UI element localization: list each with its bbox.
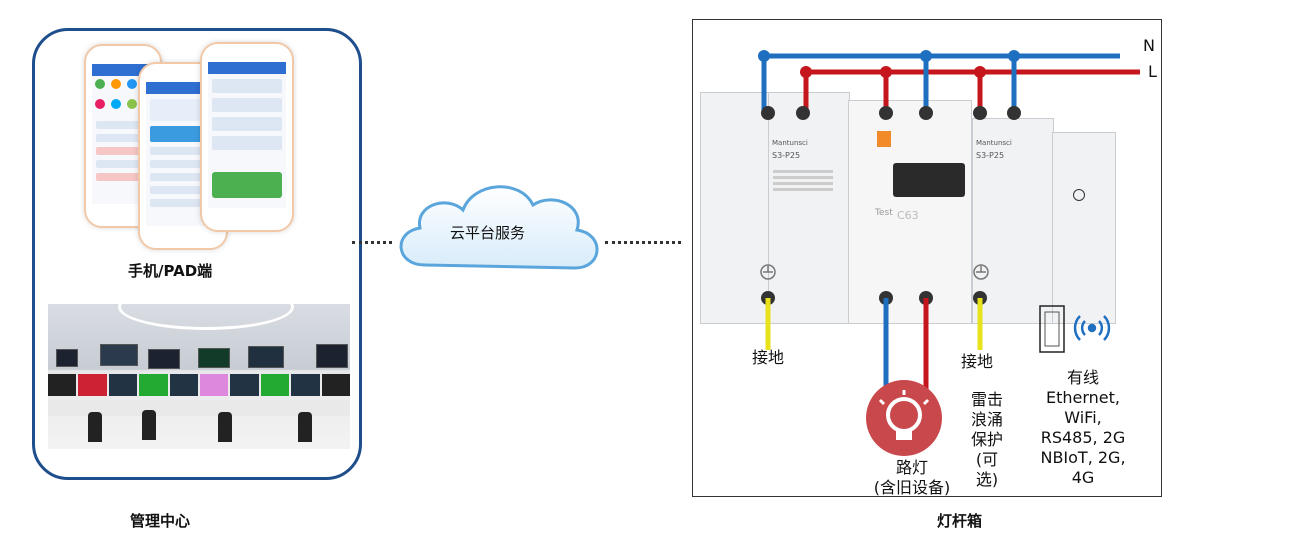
street-lamp-label: 路灯 (含旧设备) — [862, 458, 962, 498]
control-room-image — [48, 304, 350, 449]
comm-line-6: 4G — [1071, 468, 1095, 487]
phone-image-center — [138, 62, 228, 250]
comm-line-1: 有线 — [1066, 368, 1099, 387]
ground-symbol-right — [973, 264, 989, 280]
cloud-label: 云平台服务 — [450, 224, 526, 242]
live-label: L — [1148, 62, 1157, 81]
breaker-toggle — [893, 163, 965, 197]
comm-line-5: NBIoT, 2G, — [1040, 448, 1126, 467]
surge-line-2: 浪涌 — [970, 410, 1003, 429]
surge-line-4: (可 — [975, 450, 999, 469]
neutral-label: N — [1143, 36, 1155, 55]
street-lamp-label-line1: 路灯 — [895, 458, 928, 477]
breaker-brand-right: Mantunsci — [976, 139, 1012, 147]
breaker-test-label: Test — [875, 208, 893, 218]
surge-line-5: 选) — [975, 470, 999, 489]
spd-module-left — [700, 92, 772, 324]
breaker-model-right: S3-P25 — [976, 151, 1005, 160]
comm-module — [1052, 132, 1116, 324]
ground-right-label: 接地 — [961, 352, 994, 371]
breaker-indicator — [877, 131, 891, 147]
neutral-nodes — [758, 50, 1020, 62]
wifi-signal-icon — [1073, 315, 1111, 341]
connector-left — [352, 241, 392, 244]
breaker-brand-left: Mantunsci — [772, 139, 808, 147]
street-lamp-label-line2: (含旧设备) — [873, 478, 951, 497]
communication-options-label: 有线 Ethernet, WiFi, RS485, 2G NBIoT, 2G, … — [1024, 368, 1142, 488]
connector-right — [605, 241, 681, 244]
lamp-box-title: 灯杆箱 — [937, 512, 983, 530]
comm-line-2: Ethernet, — [1045, 388, 1120, 407]
ground-left-label: 接地 — [752, 348, 785, 367]
surge-protection-label: 雷击 浪涌 保护 (可 选) — [968, 390, 1006, 490]
breaker-model-left: S3-P25 — [772, 151, 801, 160]
ground-symbol-left — [760, 264, 776, 280]
circuit-breaker-c63: Test C63 — [848, 100, 972, 324]
cloud-icon — [399, 185, 599, 270]
spd-module-left-b: Mantunsci S3-P25 — [768, 92, 850, 324]
management-label: 管理中心 — [130, 512, 191, 530]
comm-module-port — [1073, 189, 1085, 201]
surge-line-1: 雷击 — [970, 390, 1003, 409]
breaker-rating: C63 — [897, 209, 919, 222]
terminal-screws — [761, 106, 1021, 305]
phone-image-right — [200, 42, 294, 232]
comm-line-3: WiFi, — [1064, 408, 1102, 427]
surge-line-3: 保护 — [970, 430, 1003, 449]
wireless-module-icon — [1039, 305, 1065, 353]
street-lamp-icon — [866, 380, 942, 456]
spd-module-right: Mantunsci S3-P25 — [972, 118, 1054, 324]
mobile-label: 手机/PAD端 — [128, 262, 213, 280]
comm-line-4: RS485, 2G — [1040, 428, 1126, 447]
live-nodes — [800, 66, 986, 78]
